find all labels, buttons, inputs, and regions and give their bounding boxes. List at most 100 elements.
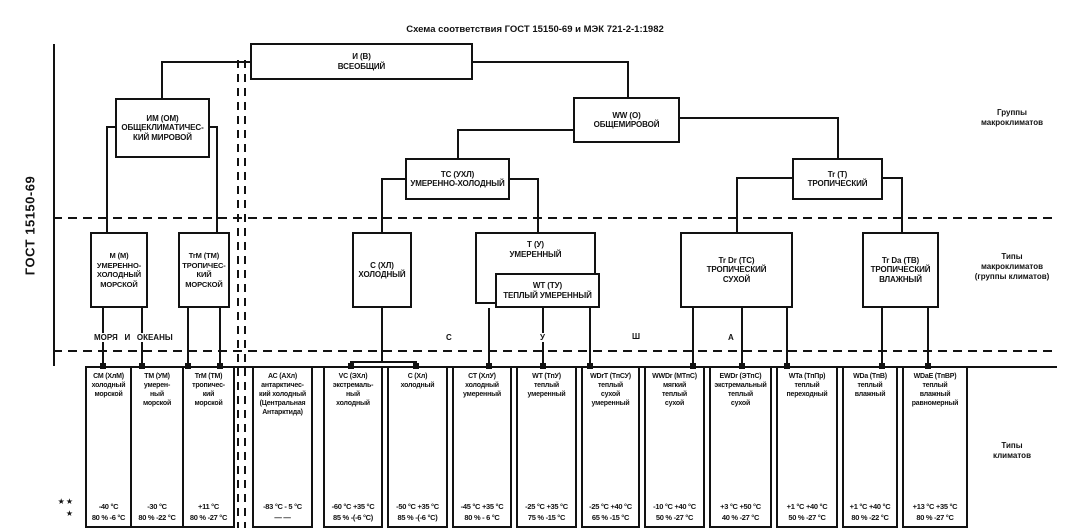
row-label-line: Типы xyxy=(1001,441,1023,450)
climate-type-values: -83 °C - 5 °C — — xyxy=(254,501,311,523)
climate-type-name-line: переходный xyxy=(786,391,828,398)
climate-type-name-line: СТ (ХлУ) xyxy=(468,373,496,380)
connector-line xyxy=(216,126,218,232)
box-label: ТРОПИЧЕС- xyxy=(182,260,226,270)
connector-line xyxy=(837,117,839,158)
climate-type-name-line: теплый xyxy=(661,391,688,398)
connector-line xyxy=(680,117,839,119)
box-code: Т (У) xyxy=(527,240,544,249)
temp-range: -50 °C +35 °C xyxy=(396,502,439,511)
climate-type-name-line: сухой xyxy=(730,400,751,407)
box-im-om-worldwide-general: ИМ (ОМ) ОБЩЕКЛИМАТИЧЕС- КИЙ МИРОВОЙ xyxy=(115,98,210,158)
box-trdr-tc-tropical-dry: Tr Dr (ТС) ТРОПИЧЕСКИЙ СУХОЙ xyxy=(680,232,793,308)
row-label-line: макроклиматов xyxy=(980,118,1044,127)
climate-type-box-3: АС (АХл)антарктичес-кий холодный(Централ… xyxy=(252,366,313,528)
climate-type-name-line: теплый xyxy=(857,382,883,389)
connector-line xyxy=(187,308,189,366)
temp-range: -25 °C +40 °C xyxy=(589,502,632,511)
climate-type-name-line: WDaE (ТпВР) xyxy=(913,373,957,380)
connector-line xyxy=(927,308,929,366)
junction-dot xyxy=(100,363,106,369)
humidity-value: 65 % -15 °C xyxy=(591,513,630,522)
row-separator-dashed-line xyxy=(53,217,1057,219)
junction-dot xyxy=(739,363,745,369)
climate-type-name-line: ный xyxy=(150,391,164,398)
box-label: СУХОЙ xyxy=(722,274,751,284)
box-label: ОБЩЕКЛИМАТИЧЕС- xyxy=(121,123,204,133)
temp-range: -60 °C +35 °C xyxy=(331,502,375,511)
box-wt-tu-warm-temperate: WT (ТУ) ТЕПЛЫЙ УМЕРЕННЫЙ xyxy=(495,273,600,308)
climate-type-name-line: ный xyxy=(346,391,360,398)
connector-line xyxy=(350,361,417,363)
box-label: ТРОПИЧЕСКИЙ xyxy=(706,265,767,275)
temp-range: -83 °C - 5 °C xyxy=(263,502,302,511)
box-label: ВЛАЖНЫЙ xyxy=(879,274,922,284)
climate-type-values: -25 °C +40 °C 65 % -15 °C xyxy=(583,501,638,523)
junction-dot xyxy=(690,363,696,369)
climate-type-name-line: теплый xyxy=(727,391,754,398)
climate-type-name-line: влажный xyxy=(919,391,951,398)
zone-label-a: А xyxy=(726,333,736,342)
climate-type-name-line: влажный xyxy=(854,391,886,398)
box-code: ТС (УХЛ) xyxy=(440,169,475,179)
humidity-value: 50 % -27 °C xyxy=(655,513,694,522)
box-tr-t-tropical: Tr (Т) ТРОПИЧЕСКИЙ xyxy=(792,158,883,200)
connector-line xyxy=(786,308,788,366)
box-code: TrM (ТМ) xyxy=(188,251,220,260)
connector-line xyxy=(161,61,163,98)
connector-line xyxy=(219,308,221,366)
climate-type-name-line: теплый xyxy=(533,382,560,389)
connector-line xyxy=(741,308,743,366)
climate-type-name-line: морской xyxy=(94,391,123,398)
box-label: ВСЕОБЩИЙ xyxy=(337,61,386,71)
box-code: WW (О) xyxy=(612,110,641,120)
humidity-value: 80 % -27 °C xyxy=(189,513,228,522)
climate-type-name-line: экстремальный xyxy=(714,382,767,389)
junction-dot xyxy=(486,363,492,369)
row-label-line: (группы климатов) xyxy=(974,272,1050,281)
humidity-value: — — xyxy=(274,513,291,522)
connector-line xyxy=(488,308,490,366)
box-tc-uhl-temperate-cold: ТС (УХЛ) УМЕРЕННО-ХОЛОДНЫЙ xyxy=(405,158,510,200)
zone-label-seas-oceans: МОРЯ И ОКЕАНЫ xyxy=(92,333,175,342)
gost-axis-label: ГОСТ 15150-69 xyxy=(22,175,38,276)
climate-type-name-line: холодный xyxy=(400,382,435,389)
connector-line xyxy=(692,308,694,366)
connector-line xyxy=(381,178,383,232)
diagram-title: Схема соответствия ГОСТ 15150-69 и МЭК 7… xyxy=(406,24,664,35)
climate-type-name-line: тропичес- xyxy=(192,382,225,389)
climate-type-name-line: умеренный xyxy=(463,391,501,398)
connector-line xyxy=(162,61,250,63)
climate-type-name: С (Хл)холодный xyxy=(389,368,446,390)
climate-type-name-line: умерен- xyxy=(143,382,171,389)
box-i-v-universal: И (В) ВСЕОБЩИЙ xyxy=(250,43,473,80)
humidity-value: 50 % -27 °C xyxy=(788,513,826,522)
junction-dot xyxy=(185,363,191,369)
section-separator-dashed-line xyxy=(244,60,246,528)
connector-line xyxy=(883,177,903,179)
box-code: Tr Dr (ТС) xyxy=(718,255,755,265)
row-label-macroclimate-types: Типы макроклиматов (группы климатов) xyxy=(960,252,1064,282)
climate-type-name-line: сухой xyxy=(600,391,621,398)
temp-range: +3 °C +50 °C xyxy=(720,502,761,511)
row-label-line: макроклиматов xyxy=(980,262,1044,271)
climate-type-name-line: WDa (ТпВ) xyxy=(853,373,887,380)
box-label: ТЕПЛЫЙ УМЕРЕННЫЙ xyxy=(503,290,592,300)
humidity-value: 75 % -15 °C xyxy=(527,513,566,522)
zone-label-sh: Ш xyxy=(630,332,643,341)
humidity-value: 80 % -27 °C xyxy=(916,513,954,522)
box-m-m-temperate-cold-marine: М (М) УМЕРЕННО- ХОЛОДНЫЙ МОРСКОЙ xyxy=(90,232,148,308)
climate-type-name-line: кий xyxy=(202,391,215,398)
